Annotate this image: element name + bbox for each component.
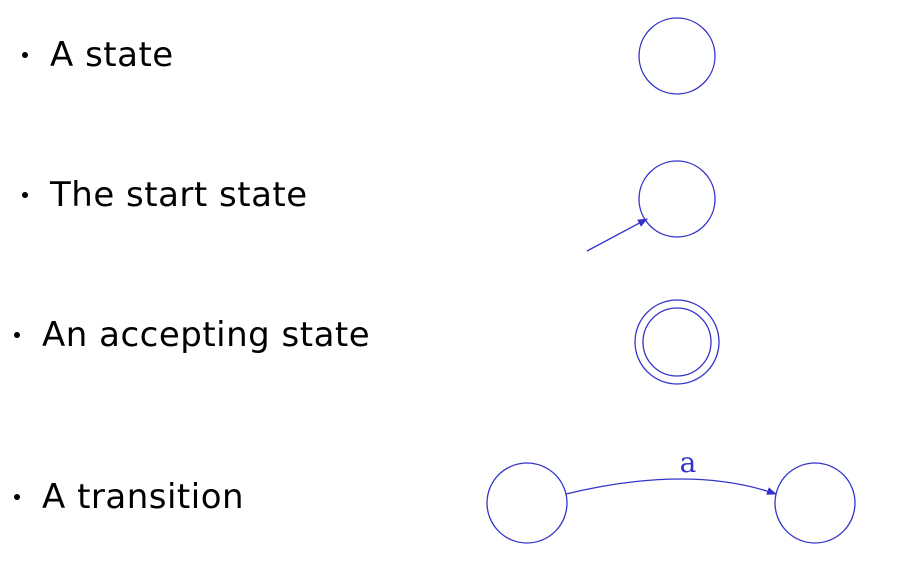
bullet-icon <box>14 332 20 338</box>
legend-label-transition: A transition <box>42 477 245 517</box>
legend-label-accepting-state: An accepting state <box>42 315 371 355</box>
accepting-state-outer-ring <box>634 299 720 385</box>
accepting-state-inner-ring <box>642 307 712 377</box>
bullet-icon <box>14 494 20 500</box>
transition-arrow <box>565 478 777 495</box>
transition-source-state <box>486 462 568 544</box>
legend-label-start-state: The start state <box>50 175 308 215</box>
transition-symbol-label: a <box>680 446 697 479</box>
start-arrow <box>586 218 648 252</box>
transition-target-state <box>774 462 856 544</box>
state-node <box>638 17 716 95</box>
legend-label-state: A state <box>50 35 174 75</box>
legend-row-state: A state <box>22 30 174 80</box>
legend-row-start-state: The start state <box>22 170 308 220</box>
legend-row-accepting-state: An accepting state <box>14 310 370 360</box>
start-state-node <box>638 160 716 238</box>
bullet-icon <box>22 192 28 198</box>
legend-row-transition: A transition <box>14 472 244 522</box>
bullet-icon <box>22 52 28 58</box>
